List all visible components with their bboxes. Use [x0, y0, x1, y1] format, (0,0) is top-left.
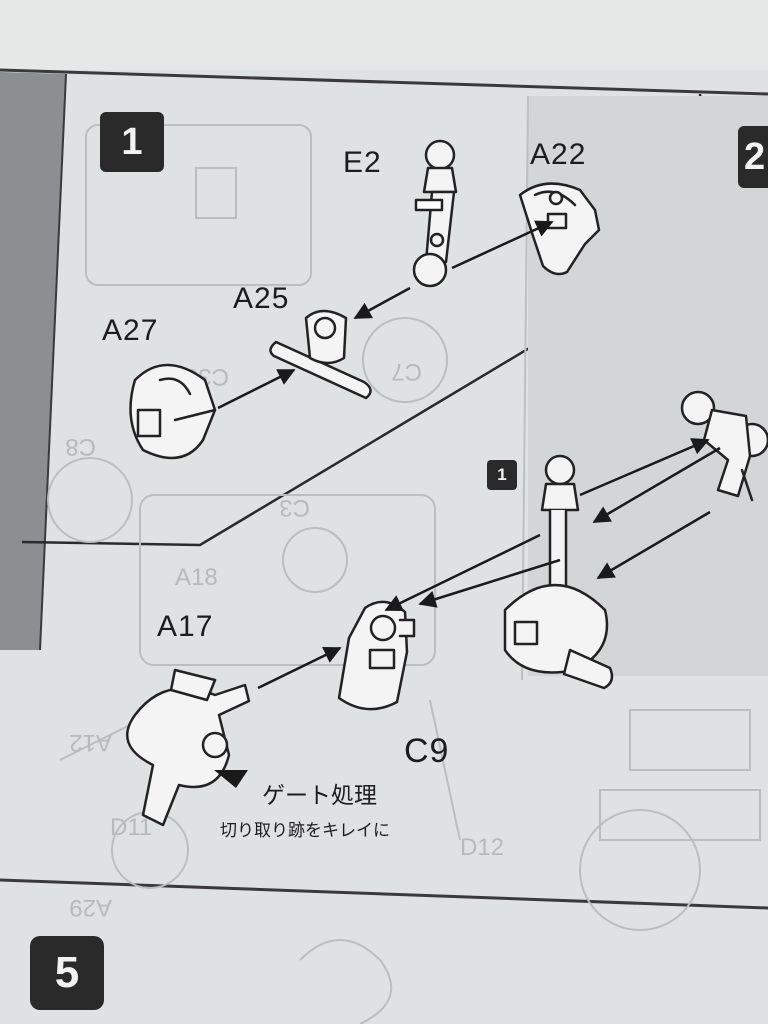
svg-text:D11: D11 [110, 814, 152, 841]
svg-text:A18: A18 [175, 564, 218, 591]
step-badge-5: 5 [30, 936, 104, 1010]
part-label-c9: C9 [404, 732, 450, 770]
part-a22 [518, 182, 601, 276]
step-number-5: 5 [54, 948, 80, 997]
svg-text:C8: C8 [65, 433, 96, 460]
part-shoulder-joint [680, 390, 768, 502]
part-a27 [129, 363, 217, 460]
part-body-joint [503, 454, 614, 690]
svg-text:A29: A29 [69, 894, 112, 921]
svg-text:D12: D12 [460, 834, 504, 861]
arrow-joint-shoulder-1 [579, 438, 710, 497]
part-label-a27: A27 [102, 314, 159, 347]
arrow-e2-a25 [353, 286, 411, 320]
part-label-e2: E2 [343, 146, 382, 179]
part-a17 [125, 668, 251, 827]
top-border [0, 68, 768, 96]
arrow-joint-shoulder-3 [596, 510, 711, 580]
arrow-a17-c9 [257, 646, 342, 690]
part-label-a22: A22 [530, 138, 587, 171]
gate-note-title: ゲート処理 [262, 783, 377, 809]
gate-note-detail: 切り取り跡をキレイに [220, 821, 390, 841]
part-label-a17: A17 [157, 610, 214, 643]
part-label-a25: A25 [233, 282, 290, 315]
step-badge-2: 2 [738, 126, 768, 188]
step-badge-1: 1 [100, 112, 164, 172]
gate-marker-icon [214, 770, 248, 788]
bleed-through-artwork [47, 124, 761, 1024]
svg-text:C3: C3 [279, 494, 310, 521]
bottom-border [0, 878, 768, 910]
step-number-2: 2 [744, 135, 766, 178]
part-e2 [412, 139, 458, 288]
left-margin [0, 72, 66, 650]
arrow-a27-a25 [217, 368, 296, 410]
arrow-joint-c9-1 [384, 533, 541, 612]
sub-step-number-1: 1 [497, 465, 507, 484]
svg-text:C7: C7 [391, 358, 422, 385]
part-c9 [337, 600, 416, 711]
arrow-e2-a22 [451, 220, 554, 270]
sub-step-badge-1: 1 [487, 460, 517, 490]
arrow-joint-c9-2 [418, 558, 561, 608]
step-number-1: 1 [121, 120, 143, 163]
svg-text:A12: A12 [69, 729, 112, 756]
arrow-joint-shoulder-2 [592, 446, 721, 524]
part-a25 [269, 309, 372, 400]
